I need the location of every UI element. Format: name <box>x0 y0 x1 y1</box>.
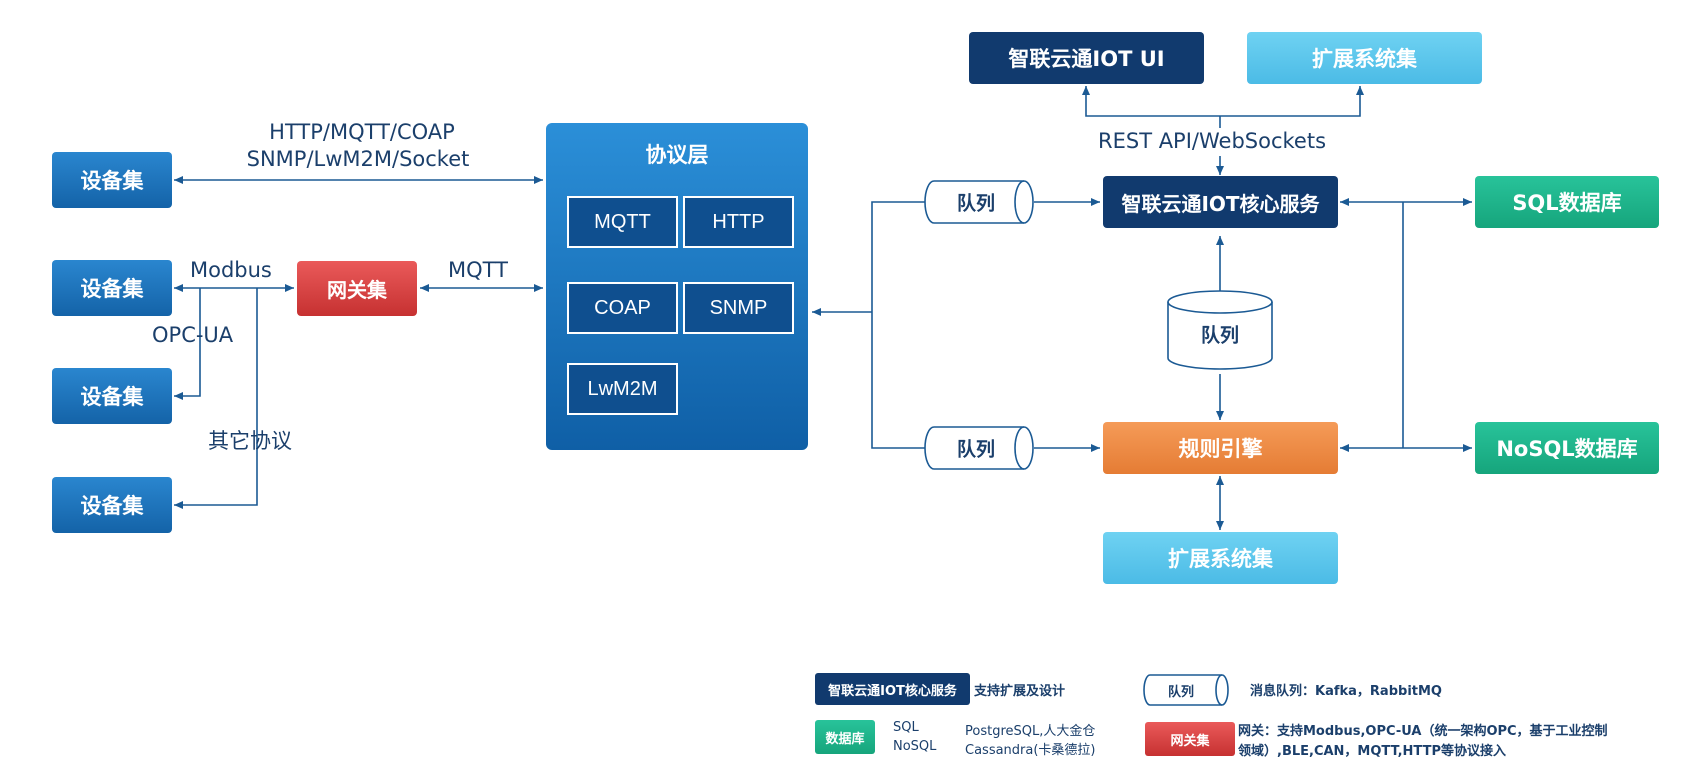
iot-ui-box: 智联云通IOT UI <box>969 32 1204 84</box>
protocol-coap: COAP <box>567 282 678 334</box>
legend-db-sql: SQL <box>893 720 919 735</box>
legend-db-sql-desc: PostgreSQL,人大金仓 <box>965 724 1096 739</box>
label-opcua: OPC-UA <box>152 323 234 347</box>
rule-engine-box: 规则引擎 <box>1103 422 1338 474</box>
device-set-1: 设备集 <box>52 152 172 208</box>
nosql-database-box: NoSQL数据库 <box>1475 422 1659 474</box>
queue-center-label: 队列 <box>1200 324 1240 347</box>
label-top-protocols-1: HTTP/MQTT/COAP <box>269 120 455 144</box>
legend-core-desc: 支持扩展及设计 <box>974 684 1066 699</box>
legend-gateway-box: 网关集 <box>1145 722 1235 756</box>
queue-lower-label: 队列 <box>956 438 996 461</box>
legend-gateway-desc-1: 网关：支持Modbus,OPC-UA（统一架构OPC，基于工业控制 <box>1238 724 1608 739</box>
device-set-2: 设备集 <box>52 260 172 316</box>
sql-database-box: SQL数据库 <box>1475 176 1659 228</box>
label-rest-api: REST API/WebSockets <box>1098 129 1327 153</box>
legend-core-box: 智联云通IOT核心服务 <box>815 673 970 705</box>
gateway-set: 网关集 <box>297 261 417 316</box>
protocol-http: HTTP <box>683 196 794 248</box>
link-other <box>174 288 258 509</box>
legend-db-nosql: NoSQL <box>893 739 937 754</box>
legend-queue-label: 队列 <box>1168 685 1195 700</box>
legend-queue-desc: 消息队列：Kafka，RabbitMQ <box>1250 684 1442 699</box>
protocol-lwm2m: LwM2M <box>567 363 678 415</box>
device-set-4: 设备集 <box>52 477 172 533</box>
extension-systems-top: 扩展系统集 <box>1247 32 1482 84</box>
core-service-box: 智联云通IOT核心服务 <box>1103 176 1338 228</box>
device-set-3: 设备集 <box>52 368 172 424</box>
protocol-mqtt: MQTT <box>567 196 678 248</box>
extension-systems-bottom: 扩展系统集 <box>1103 532 1338 584</box>
label-modbus: Modbus <box>190 258 272 282</box>
link-rest-branch <box>1082 86 1364 117</box>
protocol-snmp: SNMP <box>683 282 794 334</box>
protocol-layer: 协议层 MQTT HTTP COAP SNMP LwM2M <box>546 123 808 450</box>
legend-db-nosql-desc: Cassandra(卡桑德拉) <box>965 743 1096 758</box>
legend-db-box: 数据库 <box>815 720 875 754</box>
label-mqtt: MQTT <box>448 258 508 282</box>
link-queues-protocol <box>871 201 928 449</box>
link-opcua <box>174 288 201 400</box>
legend-gateway-desc-2: 领域）,BLE,CAN，MQTT,HTTP等协议接入 <box>1238 744 1506 759</box>
queue-upper-label: 队列 <box>956 192 996 215</box>
protocol-layer-title: 协议层 <box>645 143 709 167</box>
label-top-protocols-2: SNMP/LwM2M/Socket <box>246 147 470 171</box>
queue-center-shape <box>1167 290 1273 370</box>
label-other-protocols: 其它协议 <box>208 429 292 453</box>
